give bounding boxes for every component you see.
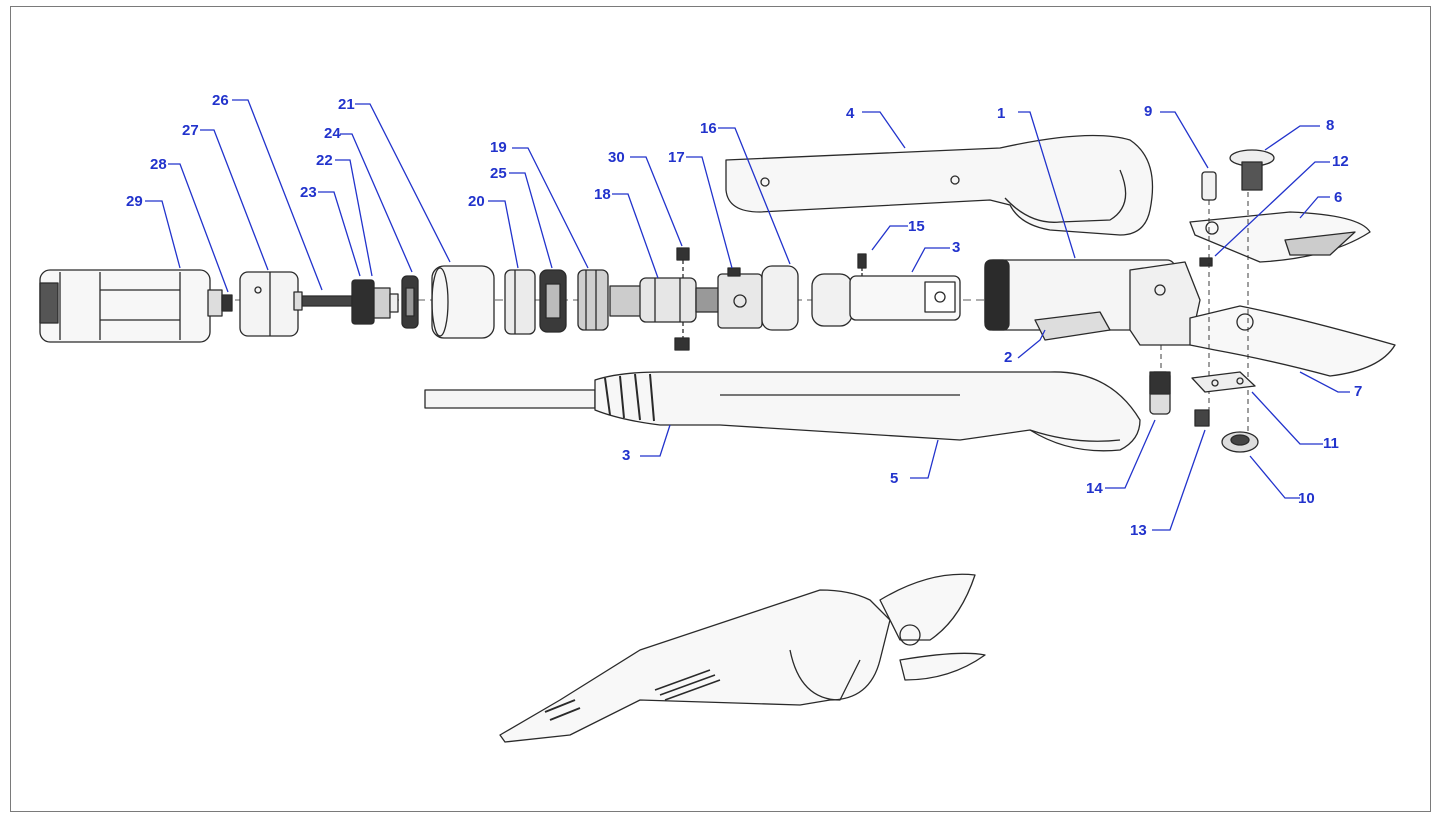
- part-label-19: 19: [490, 139, 507, 156]
- part-label-12: 12: [1332, 153, 1349, 170]
- part-label-30: 30: [608, 149, 625, 166]
- part-label-14: 14: [1086, 480, 1103, 497]
- part-label-7: 7: [1354, 383, 1363, 400]
- part-9-pin: [1201, 171, 1217, 201]
- part-29-motor-housing: [39, 269, 223, 343]
- part-label-11: 11: [1323, 435, 1339, 452]
- part-label-21: 21: [338, 96, 355, 113]
- part-label-24: 24: [324, 125, 341, 142]
- part-label-4: 4: [846, 105, 855, 122]
- part-18-drive-screw: [609, 277, 721, 323]
- part-30-set-screws: [674, 247, 690, 351]
- part-label-28: 28: [150, 156, 167, 173]
- part-26-screw-shaft: [293, 291, 353, 311]
- part-15-3-push-rod: [811, 253, 961, 327]
- part-label-20: 20: [468, 193, 485, 210]
- part-label-26: 26: [212, 92, 229, 109]
- part-label-23: 23: [300, 184, 317, 201]
- part-label-3-cable: 3: [622, 447, 631, 464]
- part-label-6: 6: [1334, 189, 1343, 206]
- part-label-29: 29: [126, 193, 143, 210]
- assembled-pruner-illustration: [499, 573, 986, 743]
- part-13-screw: [1194, 409, 1210, 427]
- callout-leader-lines: [145, 99, 1350, 531]
- part-6-upper-blade: [1189, 211, 1371, 263]
- part-12-spring-clip: [1199, 257, 1213, 267]
- part-28-pinion: [221, 294, 233, 312]
- part-7-lower-blade: [1189, 305, 1396, 377]
- part-label-27: 27: [182, 122, 199, 139]
- part-19-nut: [577, 269, 609, 331]
- part-25-bearing: [539, 269, 567, 333]
- part-4-upper-handle: [725, 134, 1154, 236]
- part-label-3-rod: 3: [952, 239, 961, 256]
- part-label-10: 10: [1298, 490, 1315, 507]
- part-label-2: 2: [1004, 349, 1013, 366]
- part-label-18: 18: [594, 186, 611, 203]
- part-label-13: 13: [1130, 522, 1147, 539]
- part-label-25: 25: [490, 165, 507, 182]
- part-14-spring: [1149, 371, 1171, 415]
- part-label-22: 22: [316, 152, 333, 169]
- part-label-15: 15: [908, 218, 925, 235]
- part-label-17: 17: [668, 149, 685, 166]
- part-22-23-gear-set: [351, 279, 399, 325]
- part-1-main-body: [984, 259, 1201, 346]
- part-11-washer-plate: [1191, 371, 1256, 393]
- part-16-sleeve: [761, 265, 799, 331]
- part-17-nut-block: [717, 267, 763, 329]
- part-label-9: 9: [1144, 103, 1153, 120]
- part-24-bearing: [401, 275, 419, 329]
- part-10-nut: [1221, 431, 1259, 453]
- part-8-pivot-knob: [1229, 149, 1275, 191]
- part-label-8: 8: [1326, 117, 1335, 134]
- part-label-5: 5: [890, 470, 899, 487]
- part-label-1: 1: [997, 105, 1006, 122]
- part-label-16: 16: [700, 120, 717, 137]
- part-20-ring: [504, 269, 536, 335]
- part-5-lower-handle: [424, 371, 1141, 452]
- part-21-gear-housing: [431, 265, 495, 339]
- part-27-end-cap: [239, 271, 299, 337]
